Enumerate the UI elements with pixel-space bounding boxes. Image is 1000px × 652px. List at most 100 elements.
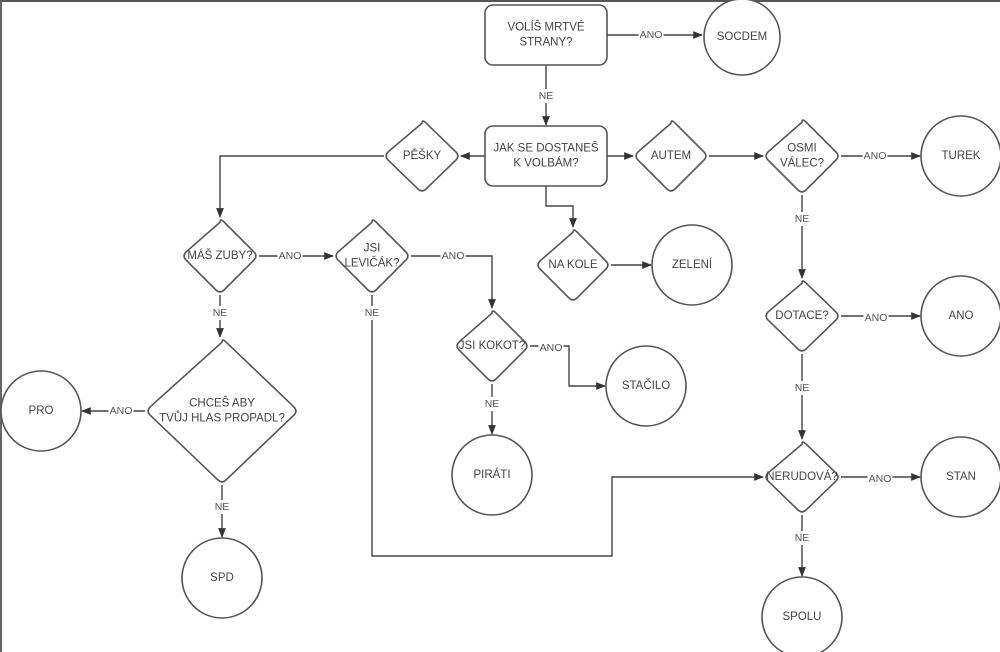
terminal-circle — [920, 115, 1000, 197]
node-label: SPOLU — [783, 611, 822, 623]
node-stacilo[interactable]: STAČILO — [605, 345, 687, 427]
edge-label-background — [213, 500, 231, 514]
edge-label-background — [537, 89, 555, 103]
node-socdem[interactable]: SOCDEM — [703, 0, 781, 76]
node-label: TUREK — [942, 150, 981, 162]
terminal-circle — [451, 434, 533, 516]
node-label: PĚŠKY — [403, 149, 442, 162]
edge-label: ANO — [869, 473, 892, 485]
node-nerudova[interactable]: NERUDOVÁ? — [765, 441, 839, 513]
edge-label-background — [483, 397, 501, 411]
edge-line — [216, 155, 384, 218]
edge-pesky-to-zuby — [216, 155, 384, 218]
terminal-circle — [761, 576, 843, 652]
window-left-border — [0, 0, 2, 652]
edge-label-background — [108, 404, 134, 418]
edge-label-background — [277, 249, 303, 263]
node-label: PRO — [29, 405, 54, 417]
node-label: DOTACE? — [775, 310, 828, 322]
edge-label: NE — [795, 213, 810, 225]
edge-line — [371, 295, 764, 557]
edge-label-background — [793, 531, 811, 545]
node-stan[interactable]: STAN — [920, 436, 1000, 518]
node-pro[interactable]: PRO — [0, 370, 82, 452]
edge-levicak-to-kokot: ANO — [411, 249, 496, 309]
node-label: STRANY? — [519, 37, 572, 49]
node-label: CHCEŠ ABY — [189, 397, 255, 410]
edge-chces-to-spd: NE — [213, 485, 231, 538]
node-nakole[interactable]: NA KOLE — [537, 229, 609, 301]
node-label: ZELENÍ — [672, 258, 713, 271]
edge-kokot-to-pirati: NE — [483, 384, 501, 435]
node-label: SOCDEM — [717, 31, 767, 43]
edge-osmi-to-dotace: NE — [793, 195, 811, 279]
edge-label: NE — [795, 382, 810, 394]
decision-diamond — [183, 219, 257, 293]
decision-diamond — [385, 120, 459, 192]
node-label: NERUDOVÁ? — [766, 470, 838, 483]
node-spolu[interactable]: SPOLU — [761, 576, 843, 652]
edge-volis-to-jak: NE — [537, 65, 555, 126]
node-ano_party[interactable]: ANO — [920, 275, 1000, 357]
node-label: STAČILO — [622, 379, 670, 392]
edges-layer: ANO NE ANO NE ANO NE ANO NE ANO NE ANO NE ANO NE ANO NE — [81, 28, 921, 577]
node-label: TVŮJ HLAS PROPADL? — [159, 412, 285, 425]
decision-diamond — [537, 229, 609, 301]
node-pesky[interactable]: PĚŠKY — [385, 120, 459, 192]
node-label: SPD — [210, 572, 234, 584]
edge-levicak-to-nerudova: NE — [363, 295, 764, 557]
node-label: VÁLEC? — [780, 157, 824, 170]
decision-diamond — [765, 119, 839, 193]
node-spd[interactable]: SPD — [181, 537, 263, 619]
edge-label-background — [863, 311, 889, 325]
node-turek[interactable]: TUREK — [920, 115, 1000, 197]
edge-label-background — [363, 306, 381, 320]
node-chces[interactable]: CHCEŠ ABY TVŮJ HLAS PROPADL? — [147, 339, 297, 483]
node-levicak[interactable]: JSI LEVIČÁK? — [335, 219, 409, 293]
node-label: PIRÁTI — [473, 468, 510, 481]
node-label: MÁŠ ZUBY? — [187, 249, 252, 262]
decision-diamond — [456, 310, 528, 382]
node-label: JSI — [364, 243, 381, 255]
edge-zuby-to-levicak: ANO — [259, 249, 334, 263]
edge-nerudova-to-spolu: NE — [793, 515, 811, 577]
edge-label-background — [793, 381, 811, 395]
decision-diamond — [147, 339, 297, 483]
terminal-circle — [181, 537, 263, 619]
edge-label-background — [867, 472, 893, 486]
process-box — [484, 125, 608, 187]
edge-jak-to-nakole — [545, 186, 577, 228]
edge-label: NE — [365, 307, 380, 319]
edge-label: NE — [213, 307, 228, 319]
edge-label: ANO — [865, 312, 888, 324]
edge-label: ANO — [640, 29, 663, 41]
terminal-circle — [920, 275, 1000, 357]
node-dotace[interactable]: DOTACE? — [765, 280, 839, 352]
edge-kokot-to-stacilo: ANO — [530, 341, 606, 390]
edge-label: ANO — [110, 405, 133, 417]
process-box — [484, 4, 608, 66]
decision-diamond — [635, 120, 707, 192]
node-kokot[interactable]: JSI KOKOT? — [456, 310, 528, 382]
edge-label: ANO — [864, 150, 887, 162]
node-label: STAN — [946, 471, 976, 483]
edge-label: NE — [485, 398, 500, 410]
edge-label: NE — [795, 532, 810, 544]
edge-label: ANO — [442, 250, 465, 262]
node-zuby[interactable]: MÁŠ ZUBY? — [183, 219, 257, 293]
node-label: AUTEM — [651, 150, 691, 162]
window-top-border — [0, 0, 1000, 2]
node-pirati[interactable]: PIRÁTI — [451, 434, 533, 516]
edge-label: ANO — [540, 342, 563, 354]
node-label: LEVIČÁK? — [345, 257, 400, 270]
terminal-circle — [605, 345, 687, 427]
node-zeleni[interactable]: ZELENÍ — [651, 224, 733, 306]
node-autem[interactable]: AUTEM — [635, 120, 707, 192]
node-label: JAK SE DOSTANEŠ — [493, 142, 599, 155]
edge-chces-to-pro: ANO — [81, 404, 145, 418]
